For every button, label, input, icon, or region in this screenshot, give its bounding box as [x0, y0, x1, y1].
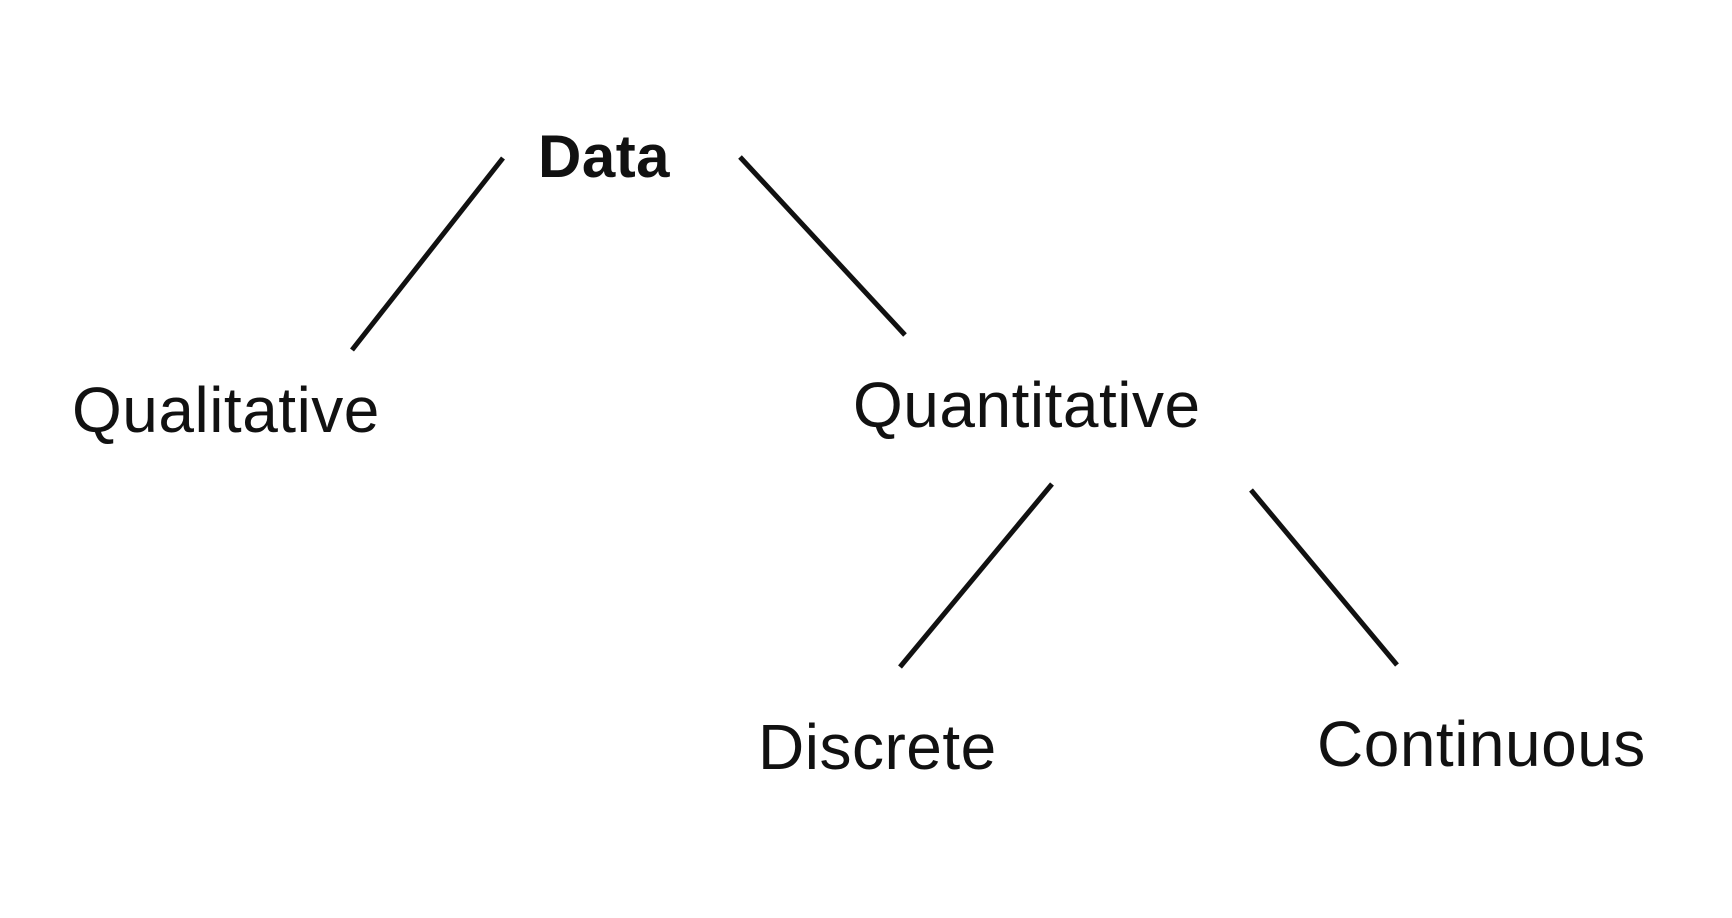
edge-data-to-quantitative	[738, 155, 907, 337]
edge-data-to-qualitative	[350, 156, 505, 352]
node-continuous-label: Continuous	[1317, 708, 1646, 780]
node-quantitative-label: Quantitative	[853, 369, 1201, 441]
edge-quantitative-to-discrete	[898, 482, 1054, 669]
node-data-label: Data	[538, 123, 671, 190]
node-qualitative-label: Qualitative	[72, 374, 380, 446]
node-discrete-label: Discrete	[758, 711, 997, 783]
edge-quantitative-to-continuous	[1249, 488, 1399, 667]
